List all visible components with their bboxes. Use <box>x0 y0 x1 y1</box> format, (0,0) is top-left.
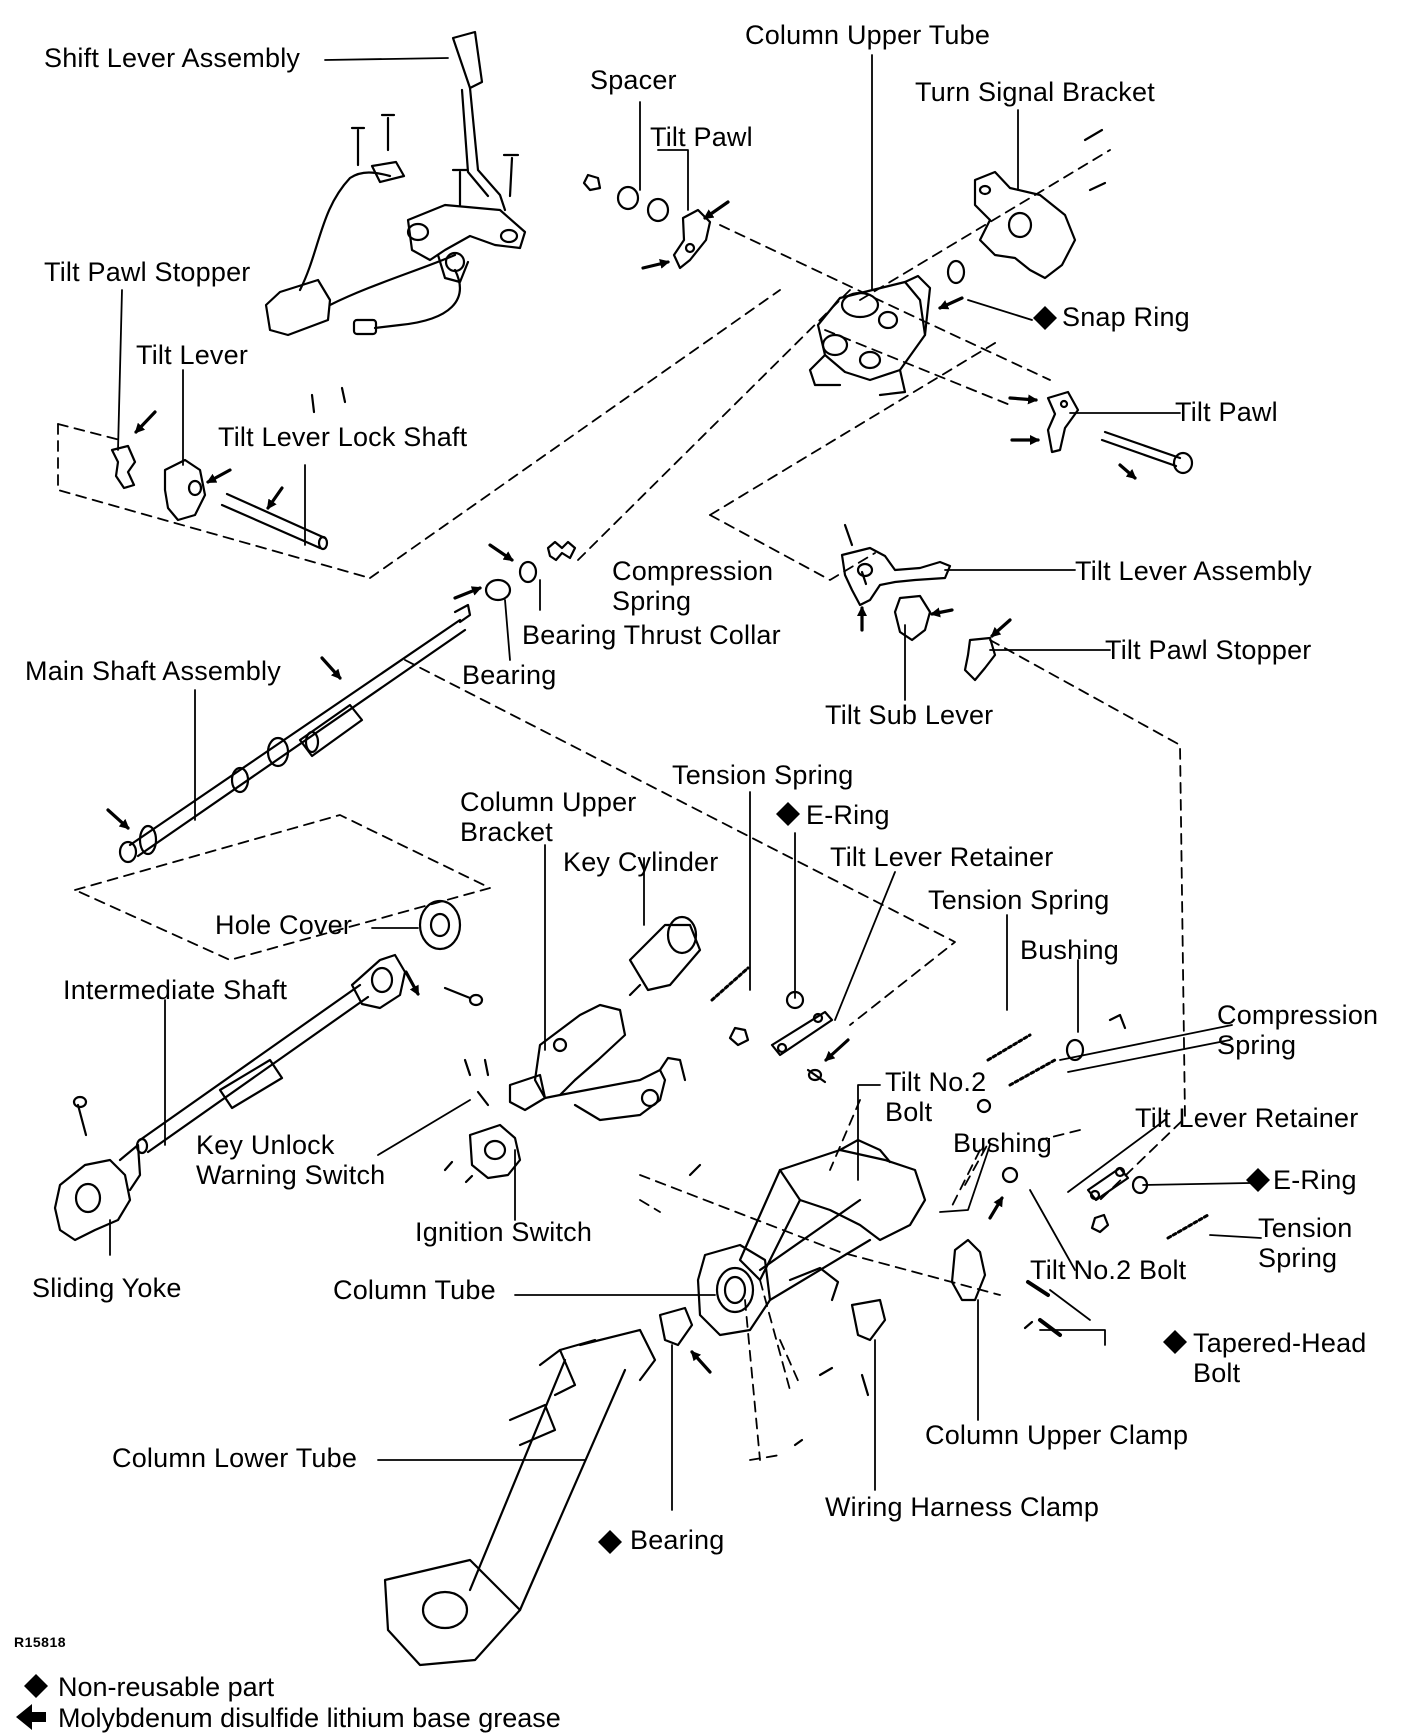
label-bushing-top: Bushing <box>1020 935 1119 965</box>
bearing-collar-spring-group <box>484 540 577 602</box>
column-lower-tube-part <box>383 1306 694 1667</box>
label-wiring-harness-clamp: Wiring Harness Clamp <box>825 1492 1100 1522</box>
legend-non-reusable: Non-reusable part <box>58 1672 275 1702</box>
label-column-tube: Column Tube <box>333 1275 496 1305</box>
label-compression-spring-top: Compression Spring <box>612 556 774 616</box>
label-tension-spring-1: Tension Spring <box>672 760 854 790</box>
legend-diamond-icon <box>24 1674 48 1698</box>
label-bearing-top: Bearing <box>462 660 557 690</box>
label-bearing-thrust-collar: Bearing Thrust Collar <box>522 620 781 650</box>
tilt-lever-assembly-part <box>840 523 997 682</box>
label-column-upper-clamp: Column Upper Clamp <box>925 1420 1189 1450</box>
legend-grease: Molybdenum disulfide lithium base grease <box>58 1703 561 1733</box>
column-upper-tube-group <box>582 173 966 397</box>
label-intermediate-shaft: Intermediate Shaft <box>63 975 288 1005</box>
label-compression-spring-right: Compression Spring <box>1217 1000 1379 1060</box>
label-bushing-mid: Bushing <box>953 1128 1052 1158</box>
figure-code: R15818 <box>14 1634 67 1650</box>
label-snap-ring: Snap Ring <box>1062 302 1190 332</box>
label-column-upper-bracket: Column Upper Bracket <box>460 787 637 847</box>
leader-lines <box>109 54 1262 1511</box>
label-tilt-pawl-stopper-left: Tilt Pawl Stopper <box>44 257 251 287</box>
tilt-lever-retainer-group <box>710 966 1210 1240</box>
tilt-lever-left-group <box>110 386 347 551</box>
non-reusable-diamonds <box>598 306 1270 1554</box>
ignition-switch-part <box>443 1058 522 1184</box>
label-tension-spring-2: Tension Spring <box>928 885 1110 915</box>
label-tilt-no2-bolt-top: Tilt No.2 Bolt <box>885 1067 987 1127</box>
label-tension-spring-right: Tension Spring <box>1258 1213 1353 1273</box>
clamp-group <box>793 1238 1062 1447</box>
label-spacer: Spacer <box>590 65 677 95</box>
column-upper-bracket-part <box>508 1003 687 1122</box>
shift-lever-assembly-part <box>264 30 527 337</box>
label-main-shaft-assembly: Main Shaft Assembly <box>25 656 281 686</box>
label-hole-cover: Hole Cover <box>215 910 353 940</box>
legend-arrow-icon <box>16 1704 46 1730</box>
label-column-upper-tube: Column Upper Tube <box>745 20 991 50</box>
label-key-unlock-warning-switch: Key Unlock Warning Switch <box>196 1130 386 1190</box>
label-tilt-lever-assembly: Tilt Lever Assembly <box>1075 556 1312 586</box>
label-tilt-lever-lock-shaft: Tilt Lever Lock Shaft <box>218 422 468 452</box>
label-tapered-head-bolt: Tapered-Head Bolt <box>1193 1328 1367 1388</box>
turn-signal-bracket-part <box>973 128 1107 280</box>
label-shift-lever-assembly: Shift Lever Assembly <box>44 43 301 73</box>
column-tube-part <box>688 1138 927 1337</box>
label-tilt-pawl-stopper-right: Tilt Pawl Stopper <box>1105 635 1312 665</box>
label-ignition-switch: Ignition Switch <box>415 1217 593 1247</box>
label-bearing-bottom: Bearing <box>630 1525 725 1555</box>
label-tilt-sub-lever: Tilt Sub Lever <box>825 700 994 730</box>
dashed-assembly-lines <box>57 149 1186 1461</box>
label-tilt-lever-retainer-top: Tilt Lever Retainer <box>830 842 1054 872</box>
key-cylinder-part <box>628 915 702 997</box>
label-tilt-pawl-right: Tilt Pawl <box>1175 397 1278 427</box>
label-tilt-lever: Tilt Lever <box>136 340 249 370</box>
label-e-ring-top: E-Ring <box>806 800 890 830</box>
label-key-cylinder: Key Cylinder <box>563 847 719 877</box>
grease-arrows <box>106 200 1137 1374</box>
main-shaft-assembly-part <box>118 603 472 864</box>
tilt-pawl-right-part <box>1046 390 1194 475</box>
label-tilt-no2-bolt-bottom: Tilt No.2 Bolt <box>1030 1255 1187 1285</box>
label-tilt-lever-retainer-right: Tilt Lever Retainer <box>1135 1103 1359 1133</box>
label-e-ring-right: E-Ring <box>1273 1165 1357 1195</box>
legend-glyphs <box>16 1674 48 1730</box>
label-tilt-pawl-top: Tilt Pawl <box>650 122 753 152</box>
label-turn-signal-bracket: Turn Signal Bracket <box>915 77 1155 107</box>
intermediate-shaft-part <box>53 953 484 1242</box>
hole-cover-part <box>418 899 462 951</box>
label-column-lower-tube: Column Lower Tube <box>112 1443 358 1473</box>
label-sliding-yoke: Sliding Yoke <box>32 1273 182 1303</box>
